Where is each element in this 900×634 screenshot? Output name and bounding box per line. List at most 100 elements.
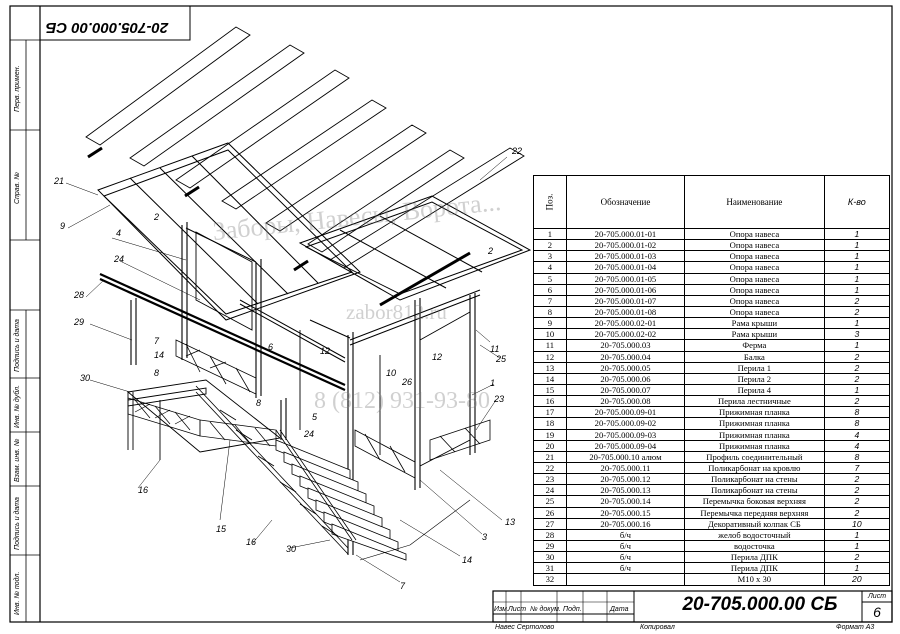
tb-sheet-number: 6 bbox=[873, 604, 881, 620]
spec-pos: 30 bbox=[533, 551, 567, 564]
spec-qty: 7 bbox=[823, 461, 891, 475]
spec-qty: 2 bbox=[823, 361, 891, 374]
callout-8: 8 bbox=[154, 368, 159, 378]
spec-qty: 1 bbox=[823, 283, 891, 296]
spec-designation: 20-705.000.13 bbox=[565, 484, 686, 497]
tb-podp: Подп. bbox=[563, 606, 582, 613]
document-number: 20-705.000.00 СБ bbox=[682, 594, 838, 615]
spec-name: Опора навеса bbox=[684, 283, 825, 296]
spec-qty: 3 bbox=[823, 328, 891, 341]
spec-designation: 20-705.000.01-04 bbox=[565, 261, 686, 274]
spec-designation: б/ч bbox=[565, 562, 686, 575]
spec-pos: 29 bbox=[533, 539, 567, 553]
spec-designation: 20-705.000.02-02 bbox=[565, 328, 686, 341]
callout-30b: 30 bbox=[286, 544, 296, 554]
spec-pos: 1 bbox=[533, 227, 567, 241]
spec-pos: 10 bbox=[533, 328, 567, 341]
spec-designation: 20-705.000.01-06 bbox=[565, 283, 686, 296]
spec-qty: 2 bbox=[823, 294, 891, 307]
spec-name: Рама крыши bbox=[684, 328, 825, 341]
callout-23: 23 bbox=[493, 394, 504, 404]
callout-15: 15 bbox=[216, 524, 227, 534]
spec-pos: 12 bbox=[533, 350, 567, 363]
spec-name: Поликарбонат на стены bbox=[684, 473, 825, 486]
callout-12: 12 bbox=[432, 352, 442, 362]
callout-5: 5 bbox=[312, 412, 318, 422]
spec-name: Поликарбонат на стены bbox=[684, 484, 825, 497]
spec-pos: 2 bbox=[533, 239, 567, 252]
side-label-podp-data-1: Подпись и дата bbox=[14, 319, 21, 372]
spec-designation: 20-705.000.09-04 bbox=[565, 439, 686, 452]
callout-26: 26 bbox=[401, 377, 412, 387]
spec-qty: 1 bbox=[823, 261, 891, 274]
spec-name: Поликарбонат на кровлю bbox=[684, 461, 825, 475]
spec-qty: 1 bbox=[823, 528, 891, 541]
callout-16: 16 bbox=[138, 485, 148, 495]
spec-qty: 1 bbox=[823, 239, 891, 252]
spec-qty: 2 bbox=[823, 372, 891, 385]
canopy-assembly-drawing bbox=[65, 26, 532, 583]
side-label-sprav: Справ. № bbox=[14, 172, 21, 204]
spec-designation: б/ч bbox=[565, 528, 686, 541]
spec-pos: 16 bbox=[533, 395, 567, 408]
tb-izm: Изм. bbox=[494, 606, 509, 613]
gutter bbox=[99, 272, 346, 392]
spec-qty: 1 bbox=[823, 562, 891, 575]
tb-list: Лист bbox=[508, 606, 527, 613]
spec-pos: 28 bbox=[533, 528, 567, 541]
tb-sheet-label: Лист bbox=[868, 593, 887, 600]
spec-pos: 20 bbox=[533, 439, 567, 452]
side-label-perv-primen: Перв. примен. bbox=[14, 65, 21, 112]
spec-designation: 20-705.000.05 bbox=[565, 361, 686, 374]
callout-1: 1 bbox=[490, 378, 495, 388]
spec-name: Перила лестничные bbox=[684, 395, 825, 408]
spec-pos: 24 bbox=[533, 484, 567, 497]
spec-name: желоб водосточный bbox=[684, 528, 825, 541]
roof-frame bbox=[97, 142, 532, 321]
spec-name: Опора навеса bbox=[684, 250, 825, 263]
callout-14: 14 bbox=[154, 350, 164, 360]
spec-qty: 4 bbox=[823, 428, 891, 441]
spec-designation: 20-705.000.01-01 bbox=[565, 227, 686, 241]
spec-qty: 1 bbox=[823, 250, 891, 263]
callout-29: 29 bbox=[73, 317, 84, 327]
side-label-inv-podl: Инв. № подл. bbox=[14, 571, 21, 615]
spec-pos: 4 bbox=[533, 261, 567, 274]
spec-pos: 31 bbox=[533, 562, 567, 575]
spec-name: Перемычка боковая верхняя bbox=[684, 495, 825, 508]
header-pos: Поз. bbox=[533, 175, 567, 229]
leader-lines bbox=[65, 156, 508, 583]
callout-4: 4 bbox=[116, 228, 121, 238]
spec-name: Перила 4 bbox=[684, 383, 825, 397]
callout-16b: 16 bbox=[246, 537, 256, 547]
spec-pos: 17 bbox=[533, 406, 567, 419]
callout-28: 28 bbox=[73, 290, 84, 300]
spec-pos: 11 bbox=[533, 339, 567, 352]
spec-designation: 20-705.000.09-01 bbox=[565, 406, 686, 419]
spec-designation: 20-705.000.01-05 bbox=[565, 272, 686, 285]
spec-name: Опора навеса bbox=[684, 294, 825, 307]
callout-22: 22 bbox=[511, 146, 522, 156]
spec-qty: 2 bbox=[823, 506, 891, 519]
stair-railing bbox=[195, 385, 357, 555]
tb-doc-no: № докум. bbox=[530, 606, 561, 613]
callout-7: 7 bbox=[154, 336, 160, 346]
spec-designation: б/ч bbox=[565, 551, 686, 564]
callout-24: 24 bbox=[113, 254, 124, 264]
header-qty: К-во bbox=[823, 175, 891, 229]
spec-qty: 2 bbox=[823, 350, 891, 363]
spec-pos: 18 bbox=[533, 417, 567, 430]
spec-qty: 2 bbox=[823, 551, 891, 564]
